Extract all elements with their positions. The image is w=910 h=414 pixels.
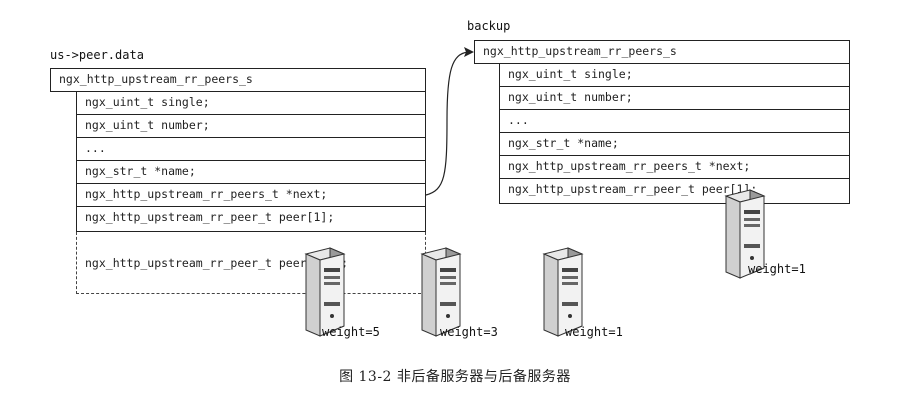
left-field: ...	[76, 137, 426, 161]
right-field-text: ngx_http_upstream_rr_peers_t *next;	[508, 159, 751, 173]
left-field-peer: ngx_http_upstream_rr_peer_t peer[1];	[76, 206, 426, 232]
arrow-head-icon	[464, 47, 474, 57]
left-field-text: ngx_uint_t single;	[85, 95, 210, 109]
right-field: ...	[499, 109, 850, 133]
right-field-next: ngx_http_upstream_rr_peers_t *next;	[499, 155, 850, 179]
left-struct-header-text: ngx_http_upstream_rr_peers_s	[59, 72, 253, 86]
server-tower-icon	[542, 247, 584, 337]
arrow-curve	[425, 51, 469, 196]
right-field: ngx_uint_t single;	[499, 63, 850, 87]
server-tower-icon	[724, 189, 766, 279]
figure-caption: 图 13-2 非后备服务器与后备服务器	[339, 369, 571, 385]
right-field-peer: ngx_http_upstream_rr_peer_t peer[1];	[499, 178, 850, 204]
right-field-text: ngx_uint_t single;	[508, 67, 633, 81]
right-struct-header-text: ngx_http_upstream_rr_peers_s	[483, 44, 677, 58]
right-field-text: ngx_uint_t number;	[508, 90, 633, 104]
right-field-text: ngx_str_t *name;	[508, 136, 619, 150]
server-weight-label: weight=5	[322, 325, 380, 339]
left-field-next: ngx_http_upstream_rr_peers_t *next;	[76, 183, 426, 207]
server-weight-label: weight=1	[565, 325, 623, 339]
left-field-text: ...	[85, 141, 106, 155]
server-tower-icon	[420, 247, 462, 337]
server-weight-label: weight=1	[748, 262, 806, 276]
right-struct-header: ngx_http_upstream_rr_peers_s	[474, 40, 850, 64]
right-field: ngx_uint_t number;	[499, 86, 850, 110]
right-field-text: ngx_http_upstream_rr_peer_t peer[1];	[508, 182, 758, 196]
right-field: ngx_str_t *name;	[499, 132, 850, 156]
left-peer-array-text: ngx_http_upstream_rr_peer_t peer[n-1];	[85, 256, 349, 270]
left-field-text: ngx_str_t *name;	[85, 164, 196, 178]
right-struct-label: backup	[467, 19, 511, 33]
server-weight-label: weight=3	[440, 325, 498, 339]
left-field: ngx_str_t *name;	[76, 160, 426, 184]
left-field: ngx_uint_t number;	[76, 114, 426, 138]
left-field-text: ngx_http_upstream_rr_peer_t peer[1];	[85, 210, 335, 224]
left-struct-label: us->peer.data	[50, 48, 144, 62]
left-field-text: ngx_uint_t number;	[85, 118, 210, 132]
server-tower-icon	[304, 247, 346, 337]
left-field: ngx_uint_t single;	[76, 91, 426, 115]
left-struct-header: ngx_http_upstream_rr_peers_s	[50, 68, 426, 92]
right-field-text: ...	[508, 113, 529, 127]
left-field-text: ngx_http_upstream_rr_peers_t *next;	[85, 187, 328, 201]
